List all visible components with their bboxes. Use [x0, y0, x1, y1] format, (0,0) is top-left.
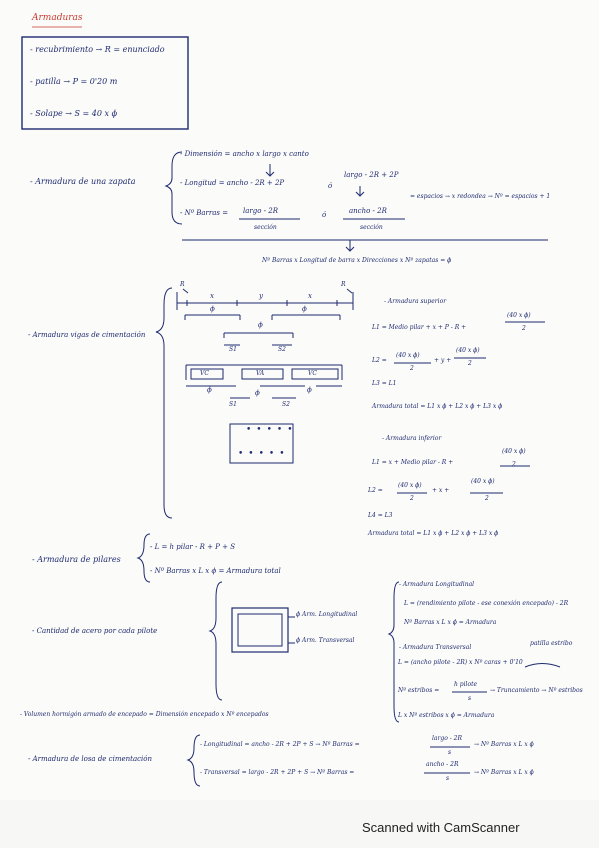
beam-vc-1: VC — [200, 370, 209, 377]
beam-vc-2: VC — [308, 370, 317, 377]
inf-l2-two-b: 2 — [485, 495, 489, 502]
beam-s2-b: S2 — [282, 401, 290, 408]
section-dots-bottom: ••••• — [238, 449, 290, 459]
page-title: Armaduras — [32, 13, 83, 23]
beam-r-left: R — [180, 281, 185, 288]
pile-arm-trans: ϕ Arm. Transversal — [296, 637, 355, 644]
losa-l1: - Longitudinal = ancho - 2R + 2P + S → N… — [200, 741, 360, 748]
trans-l2-num: h pilote — [454, 681, 478, 688]
losa-l1-end: → Nº Barras x L x ϕ — [474, 741, 534, 748]
sup-title: - Armadura superior — [384, 298, 447, 305]
handwritten-strokes — [21, 26, 561, 787]
cantidad-label: - Cantidad de acero por cada pilote — [32, 627, 158, 635]
losa-l1-num: largo - 2R — [432, 735, 462, 742]
trans-l2-den: s — [468, 695, 472, 702]
beam-phi-6: ϕ — [307, 386, 312, 394]
pilares-l1: - L = h pilar - R + P + S — [150, 543, 235, 551]
zapata-nb-num-2: ancho - 2R — [349, 207, 387, 215]
beam-phi-2: ϕ — [302, 305, 307, 313]
beam-s1: S1 — [229, 346, 237, 353]
inf-l1: L1 = x + Medio pilar - R + — [372, 459, 454, 466]
beam-phi-5: ϕ — [255, 389, 260, 397]
inf-l2: L2 = — [368, 487, 383, 494]
inf-l2-frac-a: (40 x ϕ) — [398, 482, 422, 489]
inf-l1-two: 2 — [512, 461, 516, 468]
losa-l2-end: → Nº Barras x L x ϕ — [474, 769, 534, 776]
long-l1: L = (rendimiento pilote - ese conexión e… — [404, 600, 569, 607]
zapata-longitud-b: largo - 2R + 2P — [344, 171, 399, 179]
sup-l1: L1 = Medio pilar + x + P - R + — [372, 324, 467, 331]
zapata-result: Nº Barras x Longitud de barra x Direccio… — [262, 257, 452, 264]
zapata-nbarras: - Nº Barras = — [180, 209, 229, 217]
trans-l2-end: → Truncamiento → Nº estribos — [490, 687, 583, 694]
beam-s1-b: S1 — [229, 401, 237, 408]
section-dots-top: ••••• — [246, 425, 298, 435]
zapata-nb-den-2: sección — [360, 224, 383, 231]
sup-l1-two: 2 — [522, 325, 526, 332]
zapata-espacios: = espacios → x redondea → Nº = espacios … — [410, 193, 551, 200]
beam-x-right: x — [308, 292, 312, 300]
sup-l2-mid: + y + — [434, 357, 452, 364]
beam-va: VA — [256, 370, 265, 377]
beam-phi-1: ϕ — [210, 305, 215, 313]
box-line-recubrimiento: - recubrimiento → R = enunciado — [30, 45, 165, 54]
inf-title: - Armadura inferior — [382, 435, 442, 442]
pilares-l2: - Nº Barras x L x ϕ = Armadura total — [150, 567, 281, 575]
inf-l3: L4 = L3 — [368, 512, 393, 519]
zapata-nb-den-1: sección — [254, 224, 277, 231]
losa-l2-num: ancho - 2R — [426, 761, 459, 768]
losa-l1-den: s — [448, 749, 452, 756]
pilares-label: - Armadura de pilares — [32, 555, 121, 564]
beam-s2: S2 — [278, 346, 286, 353]
scanned-page: Armaduras - recubrimiento → R = enunciad… — [20, 13, 583, 787]
box-line-solape: - Solape → S = 40 x ϕ — [30, 109, 118, 118]
trans-l3: L x Nº estribos x ϕ = Armadura — [398, 712, 495, 719]
pile-arm-long: ϕ Arm. Longitudinal — [296, 611, 358, 618]
inf-total: Armadura total = L1 x ϕ + L2 x ϕ + L3 x … — [368, 530, 499, 537]
losa-l2: - Transversal = largo - 2R + 2P + S → Nº… — [200, 769, 355, 776]
beam-r-right: R — [341, 281, 346, 288]
long-title: - Armadura Longitudinal — [399, 581, 475, 588]
camscanner-watermark: Scanned with CamScanner — [362, 820, 520, 835]
vigas-label: - Armadura vigas de cimentación — [28, 331, 146, 339]
beam-y: y — [259, 292, 263, 300]
zapata-dimension: - Dimensión = ancho x largo x canto — [180, 150, 309, 158]
trans-l2: Nº estribos = — [398, 687, 440, 694]
sup-l1-frac: (40 x ϕ) — [507, 312, 531, 319]
sup-l3: L3 = L1 — [372, 380, 397, 387]
inf-l2-frac-b: (40 x ϕ) — [471, 478, 495, 485]
zapata-nb-num-1: largo - 2R — [243, 207, 278, 215]
trans-l1: L = (ancho pilote - 2R) x Nº caras + 0'1… — [398, 659, 523, 666]
zapata-or-2: ó — [322, 211, 327, 219]
beam-phi-4: ϕ — [207, 386, 212, 394]
zapata-or-1: ó — [328, 182, 333, 190]
sup-l2-frac-a: (40 x ϕ) — [396, 352, 420, 359]
long-l2: Nº Barras x L x ϕ = Armadura — [404, 619, 497, 626]
beam-phi-3: ϕ — [258, 321, 263, 329]
trans-title: - Armadura Transversal — [399, 644, 472, 651]
zapata-longitud-a: - Longitud = ancho - 2R + 2P — [180, 179, 285, 187]
losa-l2-den: s — [446, 775, 450, 782]
inf-l2-two-a: 2 — [410, 495, 414, 502]
volumen-line: - Volumen hormigón armado de encepado = … — [20, 711, 269, 718]
inf-l1-frac: (40 x ϕ) — [502, 448, 526, 455]
inf-l2-mid: + x + — [432, 487, 450, 494]
sup-l2-two-a: 2 — [410, 365, 414, 372]
trans-patilla: patilla estribo — [530, 640, 573, 647]
zapata-label: - Armadura de una zapata — [30, 177, 136, 186]
sup-l2: L2 = — [372, 357, 387, 364]
sup-l2-two-b: 2 — [468, 360, 472, 367]
sup-l2-frac-b: (40 x ϕ) — [456, 347, 480, 354]
beam-x-left: x — [210, 292, 214, 300]
losa-label: - Armadura de losa de cimentación — [28, 755, 152, 763]
sup-total: Armadura total = L1 x ϕ + L2 x ϕ + L3 x … — [372, 403, 503, 410]
box-line-patilla: - patilla → P = 0'20 m — [30, 77, 118, 86]
